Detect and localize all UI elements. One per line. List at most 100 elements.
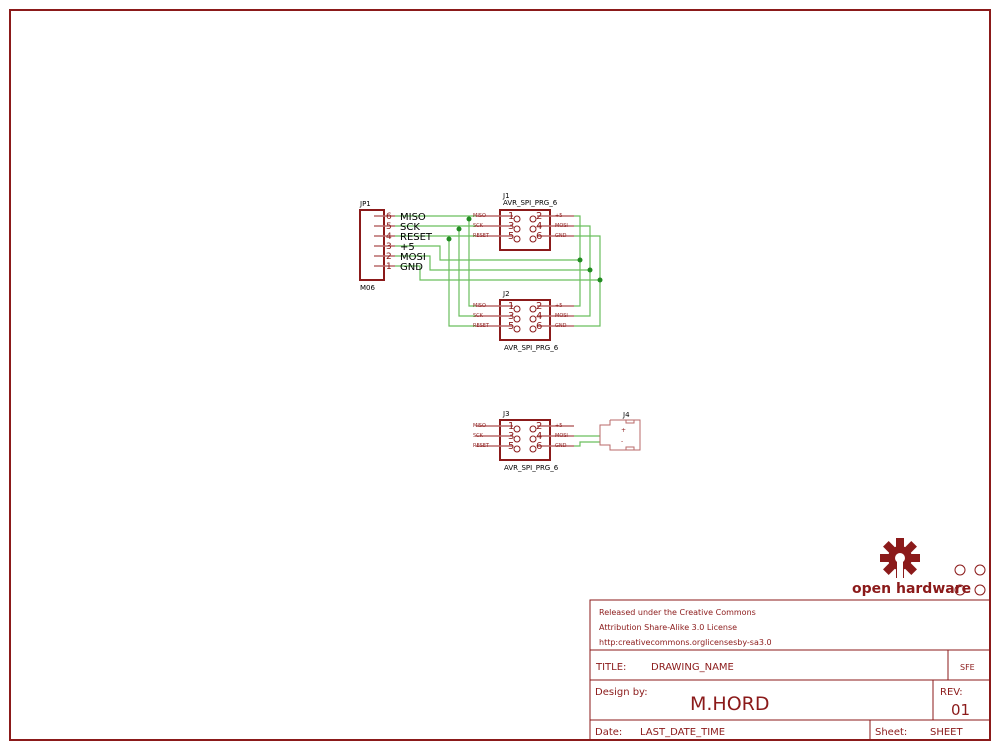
svg-text:3: 3	[508, 431, 514, 442]
title-block: Released under the Creative Commons Attr…	[589, 599, 990, 740]
svg-text:3: 3	[508, 221, 514, 232]
junctions	[446, 216, 603, 283]
logo-text: open hardware	[852, 581, 971, 597]
svg-text:1: 1	[508, 211, 514, 222]
svg-text:2: 2	[536, 211, 542, 222]
pin-label: MISO	[473, 423, 486, 429]
pin-pad	[513, 325, 521, 333]
pin-label: +5	[555, 213, 562, 219]
svg-text:5: 5	[508, 321, 514, 332]
sheet-label: Sheet:	[875, 727, 907, 738]
jp1-pin-number: 5	[386, 222, 392, 232]
svg-text:5: 5	[508, 231, 514, 242]
pin-pad	[513, 235, 521, 243]
svg-text:6: 6	[536, 441, 542, 452]
svg-text:2: 2	[536, 301, 542, 312]
svg-text:+: +	[621, 427, 626, 434]
design-label: Design by:	[595, 687, 648, 698]
svg-text:1: 1	[508, 301, 514, 312]
license-line-1: Released under the Creative Commons	[599, 608, 756, 617]
license-line-2: Attribution Share-Alike 3.0 License	[599, 623, 737, 632]
pin-label: SCK	[473, 433, 484, 439]
rev: 01	[951, 701, 970, 719]
mounting-holes	[954, 564, 986, 596]
pin-pad	[513, 315, 521, 323]
wires	[395, 215, 601, 447]
designer: M.HORD	[690, 693, 770, 715]
j2-name: J2	[502, 290, 510, 298]
svg-text:1: 1	[508, 421, 514, 432]
jp1-pin-label: +5	[400, 242, 415, 253]
jp1-name: JP1	[359, 200, 371, 208]
title-label: TITLE:	[595, 662, 626, 673]
jp1-pin-number: 3	[386, 242, 392, 252]
jp1-pin-label: MOSI	[400, 252, 426, 263]
j1-value: AVR_SPI_PRG_6	[503, 199, 558, 207]
pin-label: +5	[555, 423, 562, 429]
svg-text:2: 2	[536, 421, 542, 432]
svg-text:6: 6	[536, 231, 542, 242]
pin-label: MOSI	[555, 313, 568, 319]
pin-pad	[513, 305, 521, 313]
pin-label: RESET	[473, 233, 490, 239]
jp1-pin-label: GND	[400, 262, 423, 273]
pin-pad	[529, 425, 537, 433]
pin-label: RESET	[473, 443, 490, 449]
j3-name: J3	[502, 410, 510, 418]
j4-name: J4	[622, 411, 630, 419]
pin-label: SCK	[473, 223, 484, 229]
jp1-pin-label: MISO	[400, 212, 426, 223]
drawing-title: DRAWING_NAME	[651, 662, 734, 673]
pin-pad	[529, 445, 537, 453]
j4-connector: J4 + -	[599, 411, 641, 451]
pin-label: GND	[555, 233, 567, 239]
pin-label: MOSI	[555, 433, 568, 439]
svg-text:4: 4	[536, 221, 542, 232]
date: LAST_DATE_TIME	[640, 727, 725, 738]
jp1-pin-number: 2	[386, 252, 392, 262]
svg-text:4: 4	[536, 431, 542, 442]
pin-pad	[513, 435, 521, 443]
pin-label: MISO	[473, 303, 486, 309]
svg-text:5: 5	[508, 441, 514, 452]
jp1-pin-number: 1	[386, 262, 392, 272]
date-label: Date:	[595, 727, 622, 738]
pin-pad	[529, 315, 537, 323]
pin-pad	[529, 225, 537, 233]
open-hardware-logo: open hardware	[852, 538, 971, 597]
jp1-header: JP1 M06 6 MISO 5 SCK 4 RESET 3 +5 2 MOSI 1 GND	[359, 200, 433, 292]
pin-label: MOSI	[555, 223, 568, 229]
svg-text:-: -	[621, 438, 623, 445]
pin-label: +5	[555, 303, 562, 309]
pin-label: GND	[555, 443, 567, 449]
pin-pad	[529, 325, 537, 333]
pin-label: RESET	[473, 323, 490, 329]
pin-pad	[513, 225, 521, 233]
jp1-pin-label: RESET	[400, 232, 433, 243]
pin-label: MISO	[473, 213, 486, 219]
pin-pad	[513, 215, 521, 223]
j1-name: J1	[502, 192, 510, 200]
svg-text:4: 4	[536, 311, 542, 322]
rev-label: REV:	[940, 687, 963, 698]
pin-pad	[529, 215, 537, 223]
sheet-frame	[9, 9, 991, 741]
pin-pad	[529, 235, 537, 243]
pin-pad	[529, 305, 537, 313]
license-url: http:creativecommons.orglicensesby-sa3.0	[599, 638, 772, 647]
j2-value: AVR_SPI_PRG_6	[504, 344, 559, 352]
svg-text:6: 6	[536, 321, 542, 332]
sheet: SHEET	[930, 727, 964, 738]
pin-label: SCK	[473, 313, 484, 319]
j3-value: AVR_SPI_PRG_6	[504, 464, 559, 472]
pin-pad	[529, 435, 537, 443]
jp1-pin-number: 4	[386, 232, 392, 242]
jp1-pin-number: 6	[386, 212, 392, 222]
jp1-value: M06	[360, 284, 375, 292]
company: SFE	[960, 663, 975, 672]
jp1-pin-label: SCK	[400, 222, 420, 233]
pin-pad	[513, 445, 521, 453]
